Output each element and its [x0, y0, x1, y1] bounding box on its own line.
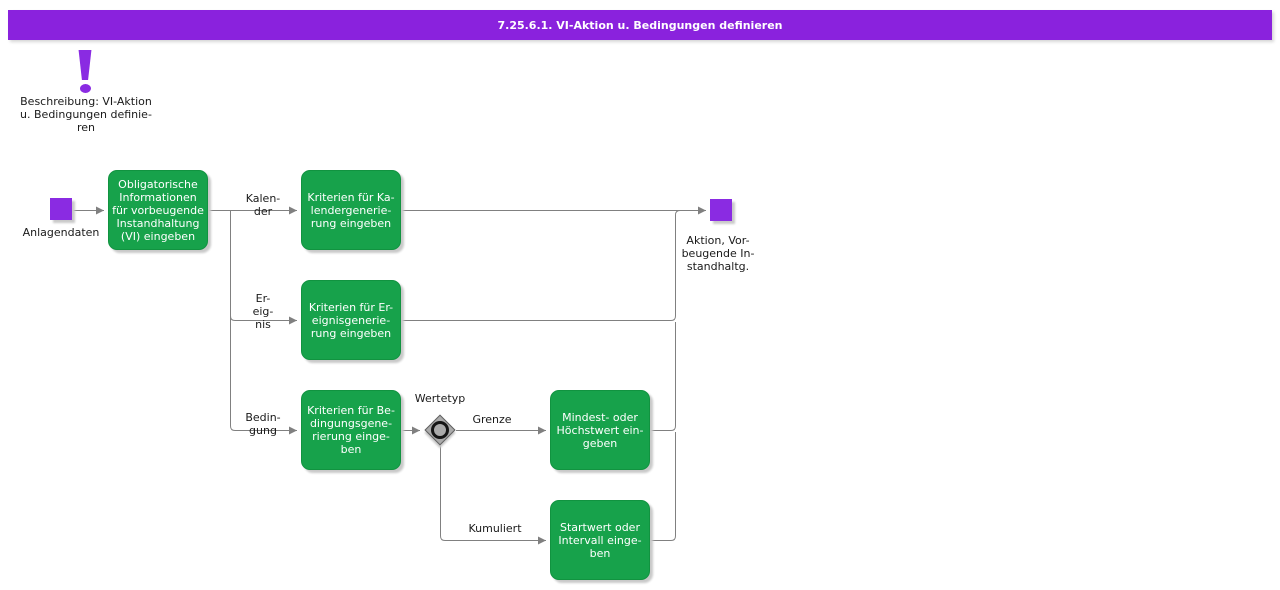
edge-label-grenze: Grenze [472, 413, 512, 426]
decision-label-wertetyp: Wertetyp [414, 392, 466, 405]
decision-gateway-circle-icon [431, 421, 449, 439]
task-kriterien-ereignisgenerierung[interactable]: Kriterien für Er- eignisgenerie- rung ei… [301, 280, 401, 360]
edge-decision-to-kumuliert [440, 446, 546, 545]
task-mindest-hoechstwert[interactable]: Mindest- oder Höchstwert ein- geben [550, 390, 650, 470]
start-event-label: Anlagendaten [22, 226, 100, 239]
task-obligatorische-informationen[interactable]: Obligatorische Informationen für vorbeug… [108, 170, 208, 250]
end-event-label: Aktion, Vor- beugende In- standhaltg. [681, 234, 755, 273]
task-kriterien-bedingungsgenerierung[interactable]: Kriterien für Be- dingungsgene- rierung … [301, 390, 401, 470]
edge-grenze-to-merge [650, 322, 676, 431]
task-label: Kriterien für Ka- lendergenerie- rung ei… [307, 190, 395, 230]
end-event-node[interactable] [710, 199, 732, 221]
edge-label-bedingung: Bedin- gung [245, 411, 281, 437]
edge-main-to-bedingung [230, 210, 297, 435]
description-note: Beschreibung: VI-Aktion u. Bedingungen d… [20, 95, 152, 134]
start-event-node[interactable] [50, 198, 72, 220]
task-label: Obligatorische Informationen für vorbeug… [112, 177, 204, 243]
task-startwert-intervall[interactable]: Startwert oder Intervall einge- ben [550, 500, 650, 580]
edge-kumuliert-to-merge [650, 432, 676, 541]
task-label: Mindest- oder Höchstwert ein- geben [556, 410, 644, 450]
task-label: Kriterien für Be- dingungsgene- rierung … [307, 404, 395, 456]
exclamation-icon-dot [80, 84, 91, 93]
diagram-title-bar: 7.25.6.1. VI-Aktion u. Bedingungen defin… [8, 10, 1272, 40]
task-kriterien-kalendergenerierung[interactable]: Kriterien für Ka- lendergenerie- rung ei… [301, 170, 401, 250]
edge-label-kalender: Kalen- der [245, 192, 281, 218]
diagram-title: 7.25.6.1. VI-Aktion u. Bedingungen defin… [497, 18, 783, 32]
edge-label-ereignis: Er- eig- nis [252, 292, 274, 331]
exclamation-icon [78, 50, 92, 80]
task-label: Kriterien für Er- eignisgenerie- rung ei… [308, 300, 394, 340]
edge-ereignis-to-merge [401, 210, 681, 321]
edge-label-kumuliert: Kumuliert [468, 522, 522, 535]
task-label: Startwert oder Intervall einge- ben [558, 520, 642, 560]
